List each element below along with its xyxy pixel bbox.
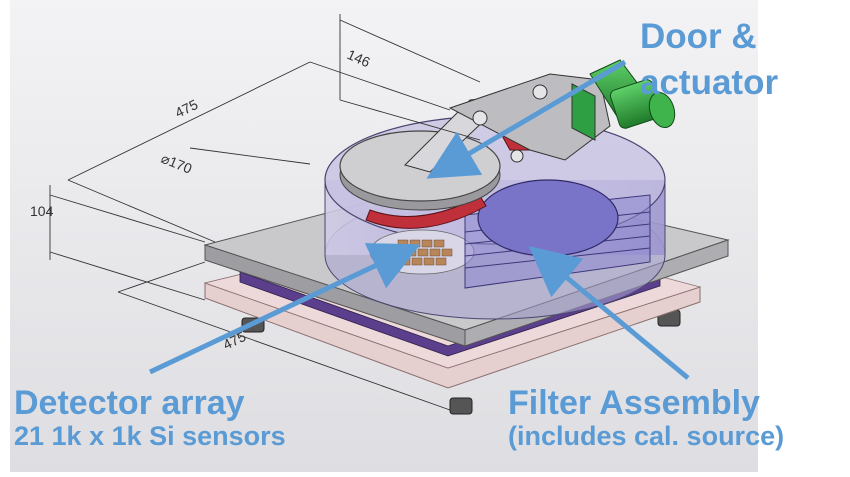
filter-callout-line2: (includes cal. source) [508,420,785,451]
door-flap [365,195,487,229]
door-callout-line2: actuator [640,63,779,102]
electronics-layer [239,271,661,357]
door-arrow [426,59,627,179]
detector-callout-line1: Detector array [14,384,245,422]
filter-assembly [464,179,651,289]
detector-arrow [148,243,421,375]
detector-callout-line2: 21 1k x 1k Si sensors [14,420,286,451]
door-actuator-callout: Door & actuator [640,14,778,106]
door-callout-line1: Door & [640,17,757,56]
detector-array-callout: Detector array 21 1k x 1k Si sensors [14,384,286,451]
filter-assembly-callout: Filter Assembly (includes cal. source) [508,384,785,451]
filter-arrow [528,246,690,380]
cad-viewport: 475 146 ⌀170 104 475 [10,0,758,472]
dim-height-plate: 104 [30,203,54,219]
filter-callout-line1: Filter Assembly [508,384,760,422]
